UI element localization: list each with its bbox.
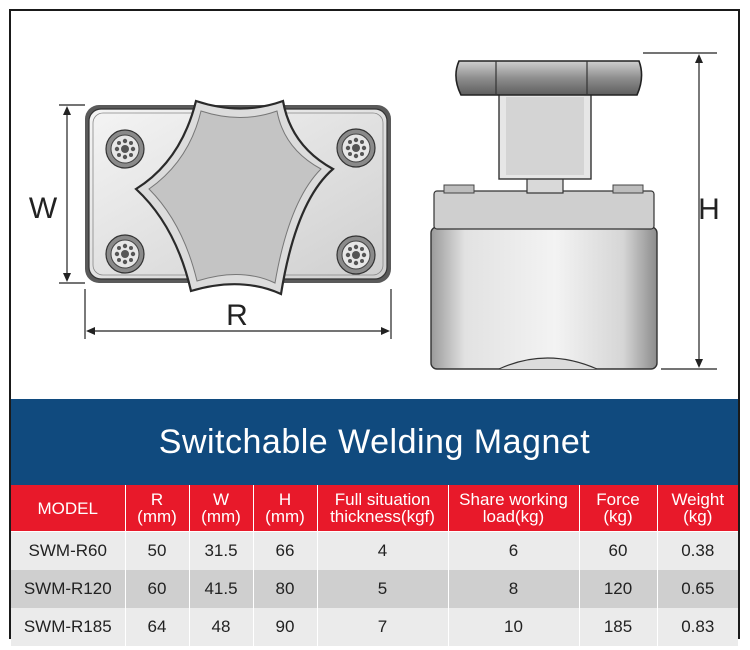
cell-w: 48 [189,608,254,646]
cell-thickness: 4 [317,531,449,570]
table-row: SWM-R185 64 48 90 7 10 185 0.83 [11,608,738,646]
cell-r: 50 [125,531,190,570]
header-weight: Weight(kg) [657,485,738,532]
dimension-h [643,52,717,370]
bolt-icon [105,129,145,169]
product-sheet: W R [9,9,740,646]
cell-share-load: 8 [448,570,580,608]
dimension-w [59,104,85,284]
knob-head-shape [455,60,643,96]
cell-force: 60 [579,531,658,570]
cell-h: 66 [253,531,318,570]
table-row: SWM-R120 60 41.5 80 5 8 120 0.65 [11,570,738,608]
dimension-w-label: W [29,192,58,225]
banner-title: Switchable Welding Magnet [11,399,738,485]
cell-share-load: 6 [448,531,580,570]
top-view [85,99,391,296]
cell-w: 31.5 [189,531,254,570]
side-view [430,60,658,370]
cell-model: SWM-R60 [11,531,126,570]
header-r: R(mm) [125,485,190,532]
dimension-r [84,289,392,339]
cell-force: 185 [579,608,658,646]
dimension-h-label: H [698,193,720,226]
cell-weight: 0.65 [657,570,738,608]
cell-model: SWM-R185 [11,608,126,646]
bolt-icon [336,128,376,168]
header-w: W(mm) [189,485,254,532]
cell-thickness: 5 [317,570,449,608]
cell-r: 60 [125,570,190,608]
cell-weight: 0.83 [657,608,738,646]
cell-h: 80 [253,570,318,608]
bolt-icon [336,235,376,275]
cell-weight: 0.38 [657,531,738,570]
header-model: MODEL [11,485,126,532]
cell-r: 64 [125,608,190,646]
cell-force: 120 [579,570,658,608]
cell-w: 41.5 [189,570,254,608]
header-h: H(mm) [253,485,318,532]
cell-model: SWM-R120 [11,570,126,608]
header-force: Force(kg) [579,485,658,532]
cell-h: 90 [253,608,318,646]
dimension-r-label: R [226,299,248,332]
cell-share-load: 10 [448,608,580,646]
table-row: SWM-R60 50 31.5 66 4 6 60 0.38 [11,531,738,570]
bolt-icon [105,234,145,274]
technical-drawing: W R [29,52,720,370]
cell-thickness: 7 [317,608,449,646]
